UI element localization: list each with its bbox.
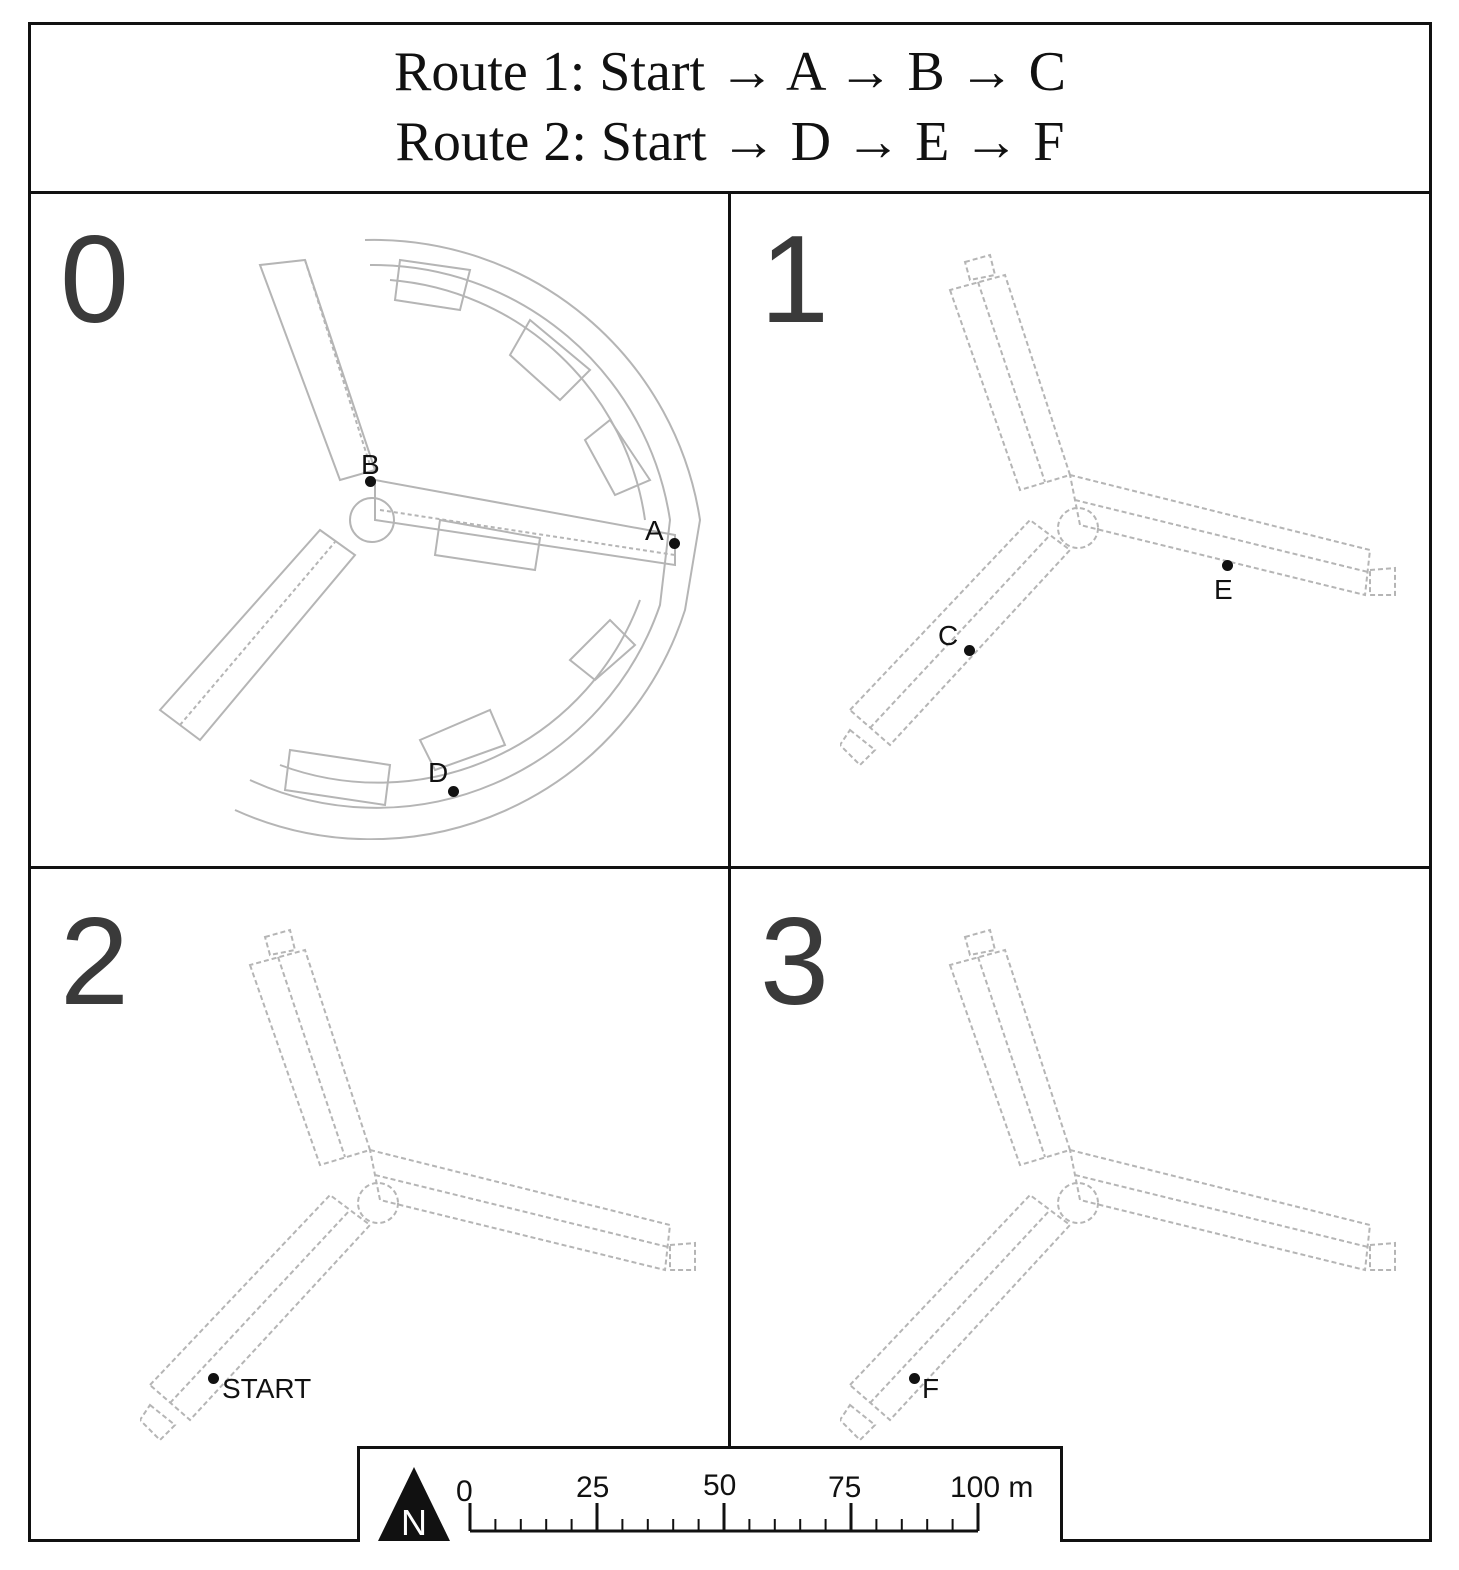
floor-1-plan [840,253,1396,767]
point-label-a: A [645,515,664,546]
floor-number: 3 [760,893,829,1031]
floor-number: 1 [760,211,829,349]
floor-number: 0 [60,211,129,349]
point-marker-d [448,786,459,797]
north-arrow-icon: N [378,1467,450,1543]
point-label-start: START [222,1373,312,1404]
point-marker-start [208,1373,219,1384]
point-marker-b [365,476,376,487]
scale-tick-label: 100 m [950,1471,1034,1504]
scale-tick-label: 0 [456,1475,473,1508]
point-label-e: E [1214,574,1233,605]
point-marker-a [669,538,680,549]
floor-2-plan [140,928,696,1442]
point-marker-e [1222,560,1233,571]
route-header: Route 1: Start → A → B → C Route 2: Star… [28,22,1432,194]
point-label-f: F [922,1373,940,1404]
point-marker-c [964,645,975,656]
floor-number: 2 [60,893,129,1031]
scale-tick-label: 25 [576,1471,610,1504]
route-2-text: Route 2: Start → D → E → F [395,110,1065,173]
point-label-c: C [938,620,959,651]
panel-divider-vertical [728,194,731,1448]
point-label-b: B [361,449,380,480]
scale-bar-box: N 0 25 50 75 100 m [357,1446,1063,1543]
scale-tick-label: 75 [828,1471,862,1504]
floor-3-plan [840,928,1396,1442]
scale-tick-label: 50 [703,1469,737,1502]
north-label: N [401,1502,427,1543]
floor-0-plan [158,238,702,840]
scale-bar-ruler [468,1503,980,1533]
point-marker-f [909,1373,920,1384]
point-label-d: D [428,757,449,788]
route-1-text: Route 1: Start → A → B → C [393,40,1067,103]
